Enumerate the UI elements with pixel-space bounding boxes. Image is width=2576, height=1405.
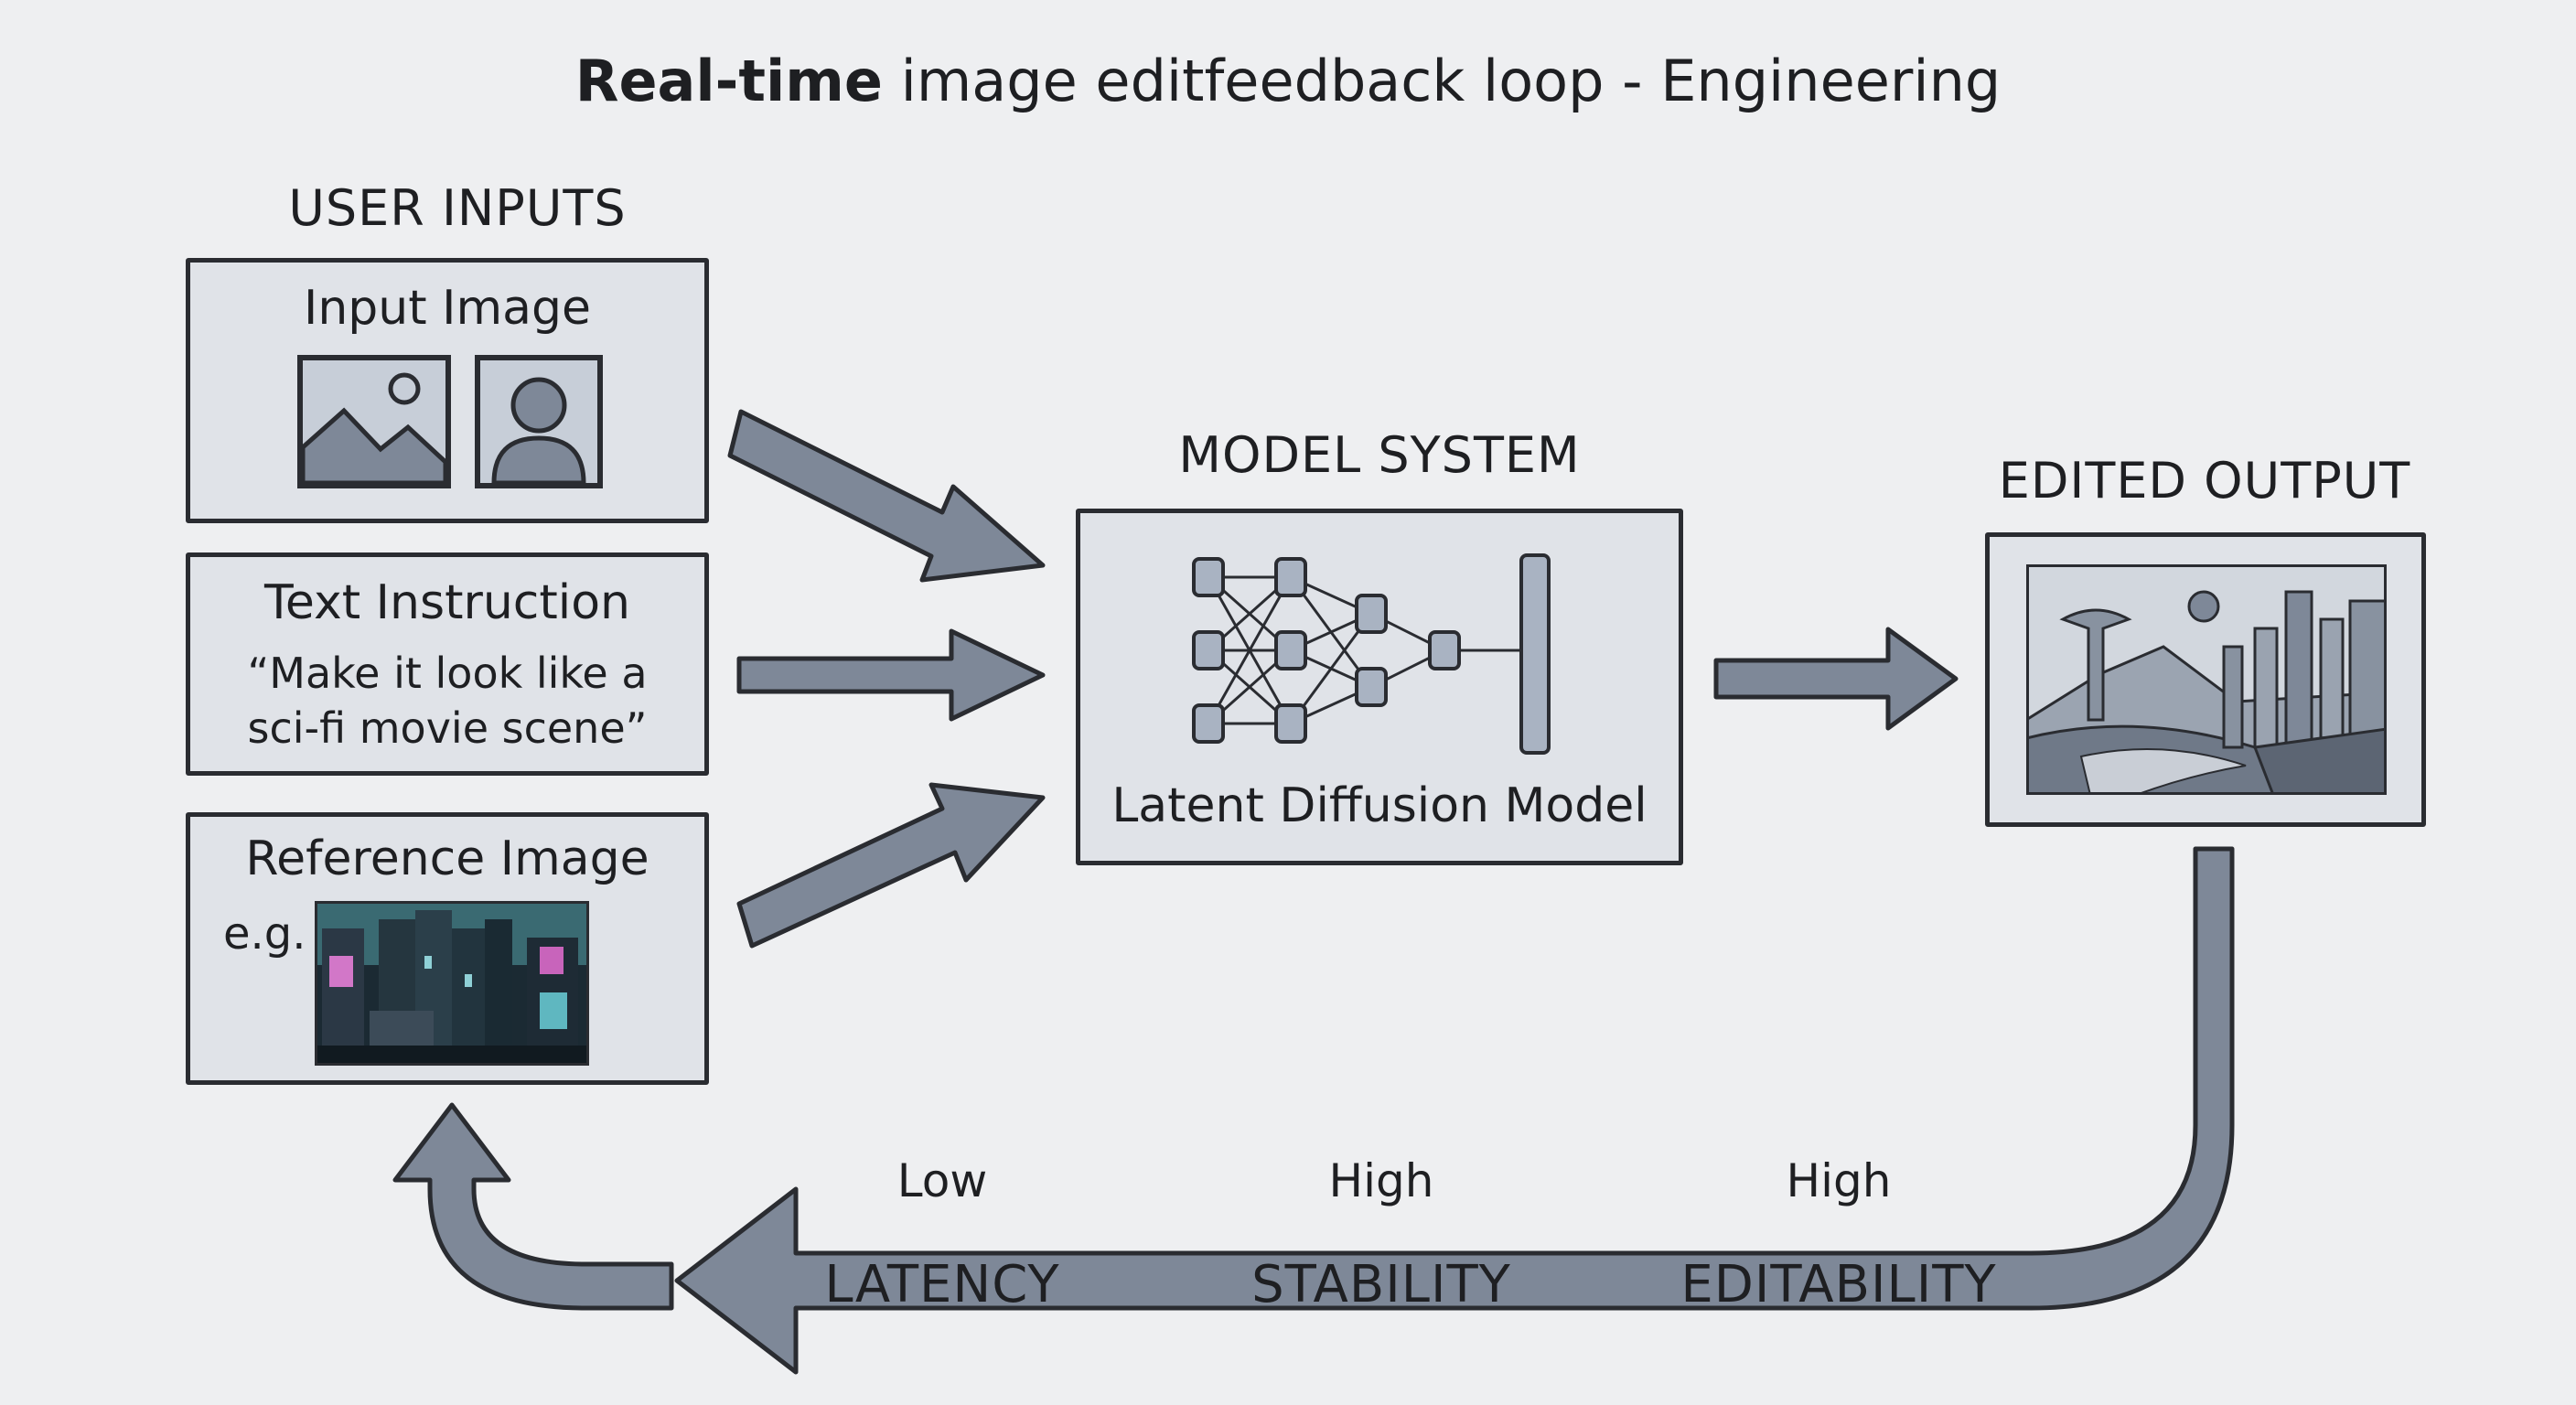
person-portrait-icon bbox=[475, 355, 603, 488]
input-image-label: Input Image bbox=[303, 281, 592, 336]
text-instruction-box: Text Instruction “Make it look like a sc… bbox=[186, 552, 709, 776]
sci-fi-landscape-thumbnail bbox=[2026, 564, 2387, 795]
reference-eg-label: e.g. bbox=[223, 908, 306, 960]
instruction-quote-line-1: “Make it look like a bbox=[247, 649, 648, 698]
input-image-box: Input Image bbox=[186, 258, 709, 523]
stability-value: High bbox=[1328, 1154, 1434, 1207]
arrow-from-input-image bbox=[727, 409, 1046, 583]
editability-label: EDITABILITY bbox=[1680, 1255, 1997, 1314]
neural-network-icon bbox=[1192, 553, 1551, 755]
title-bold-part: Real-time bbox=[574, 48, 883, 114]
input-arrows bbox=[727, 409, 1046, 949]
arrow-from-text-instruction bbox=[736, 628, 1046, 722]
latency-value: Low bbox=[896, 1154, 988, 1207]
model-to-output-arrow bbox=[1713, 627, 1959, 731]
arrow-from-reference-image bbox=[736, 782, 1046, 949]
latent-diffusion-model-label: Latent Diffusion Model bbox=[1111, 778, 1648, 833]
model-system-heading: MODEL SYSTEM bbox=[1178, 426, 1581, 484]
user-inputs-heading: USER INPUTS bbox=[288, 179, 627, 237]
reference-image-label: Reference Image bbox=[245, 831, 649, 886]
reference-image-box: Reference Image e.g. bbox=[186, 812, 709, 1085]
editability-value: High bbox=[1786, 1154, 1892, 1207]
edited-output-box bbox=[1985, 532, 2426, 827]
model-system-box: Latent Diffusion Model bbox=[1076, 509, 1683, 865]
landscape-photo-icon bbox=[297, 355, 451, 488]
latency-label: LATENCY bbox=[824, 1255, 1060, 1314]
text-instruction-label: Text Instruction bbox=[263, 575, 630, 630]
cyberpunk-city-thumbnail bbox=[315, 901, 589, 1066]
stability-label: STABILITY bbox=[1251, 1255, 1511, 1314]
instruction-quote-line-2: sci-fi movie scene” bbox=[247, 703, 648, 753]
diagram-title: Real-time image editfeedback loop - Engi… bbox=[0, 48, 2576, 114]
edited-output-heading: EDITED OUTPUT bbox=[1998, 452, 2411, 509]
title-rest-part: image editfeedback loop - Engineering bbox=[882, 48, 2002, 114]
